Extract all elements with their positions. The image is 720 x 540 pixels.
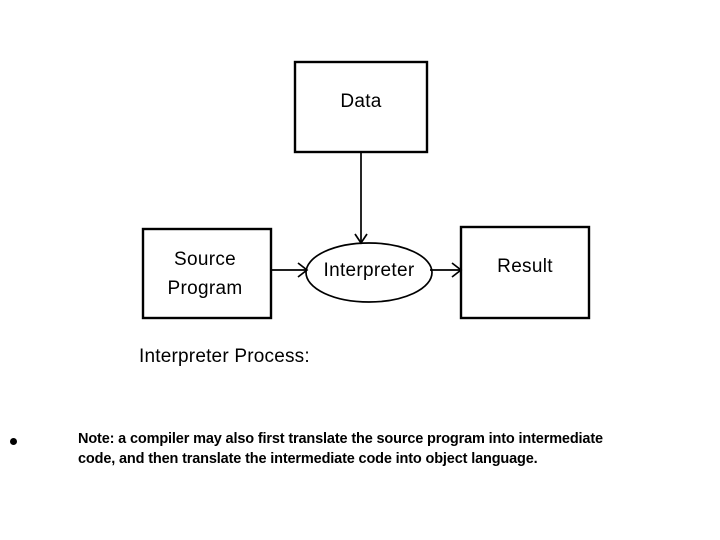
node-data: Data bbox=[293, 60, 429, 154]
node-result: Result bbox=[459, 225, 591, 320]
source-program-label-line1: Source bbox=[174, 249, 236, 270]
arrowhead-right-icon-1 bbox=[297, 262, 309, 278]
result-box-shape bbox=[459, 225, 591, 320]
arrowhead-right-icon-2 bbox=[451, 262, 463, 278]
interpreter-process-diagram: Data Source Program Interpreter Result bbox=[139, 60, 591, 367]
node-source-program: Source Program bbox=[141, 227, 273, 320]
source-program-box-shape bbox=[141, 227, 273, 320]
edge-interpreter-to-result bbox=[430, 262, 463, 278]
edge-source-to-interpreter bbox=[271, 262, 309, 278]
edge-data-to-interpreter bbox=[354, 152, 368, 245]
diagram-caption: Interpreter Process: bbox=[139, 346, 310, 367]
interpreter-label: Interpreter bbox=[324, 260, 415, 281]
source-program-label-line2: Program bbox=[168, 278, 243, 299]
arrowhead-down-icon bbox=[354, 233, 368, 245]
result-box-label: Result bbox=[497, 256, 553, 277]
note-text: Note: a compiler may also first translat… bbox=[78, 431, 603, 467]
node-interpreter: Interpreter bbox=[305, 242, 433, 303]
bullet-point-icon bbox=[10, 438, 17, 445]
data-box-shape bbox=[293, 60, 429, 154]
interpreter-ellipse-shape bbox=[305, 242, 433, 303]
data-box-label: Data bbox=[340, 91, 381, 112]
